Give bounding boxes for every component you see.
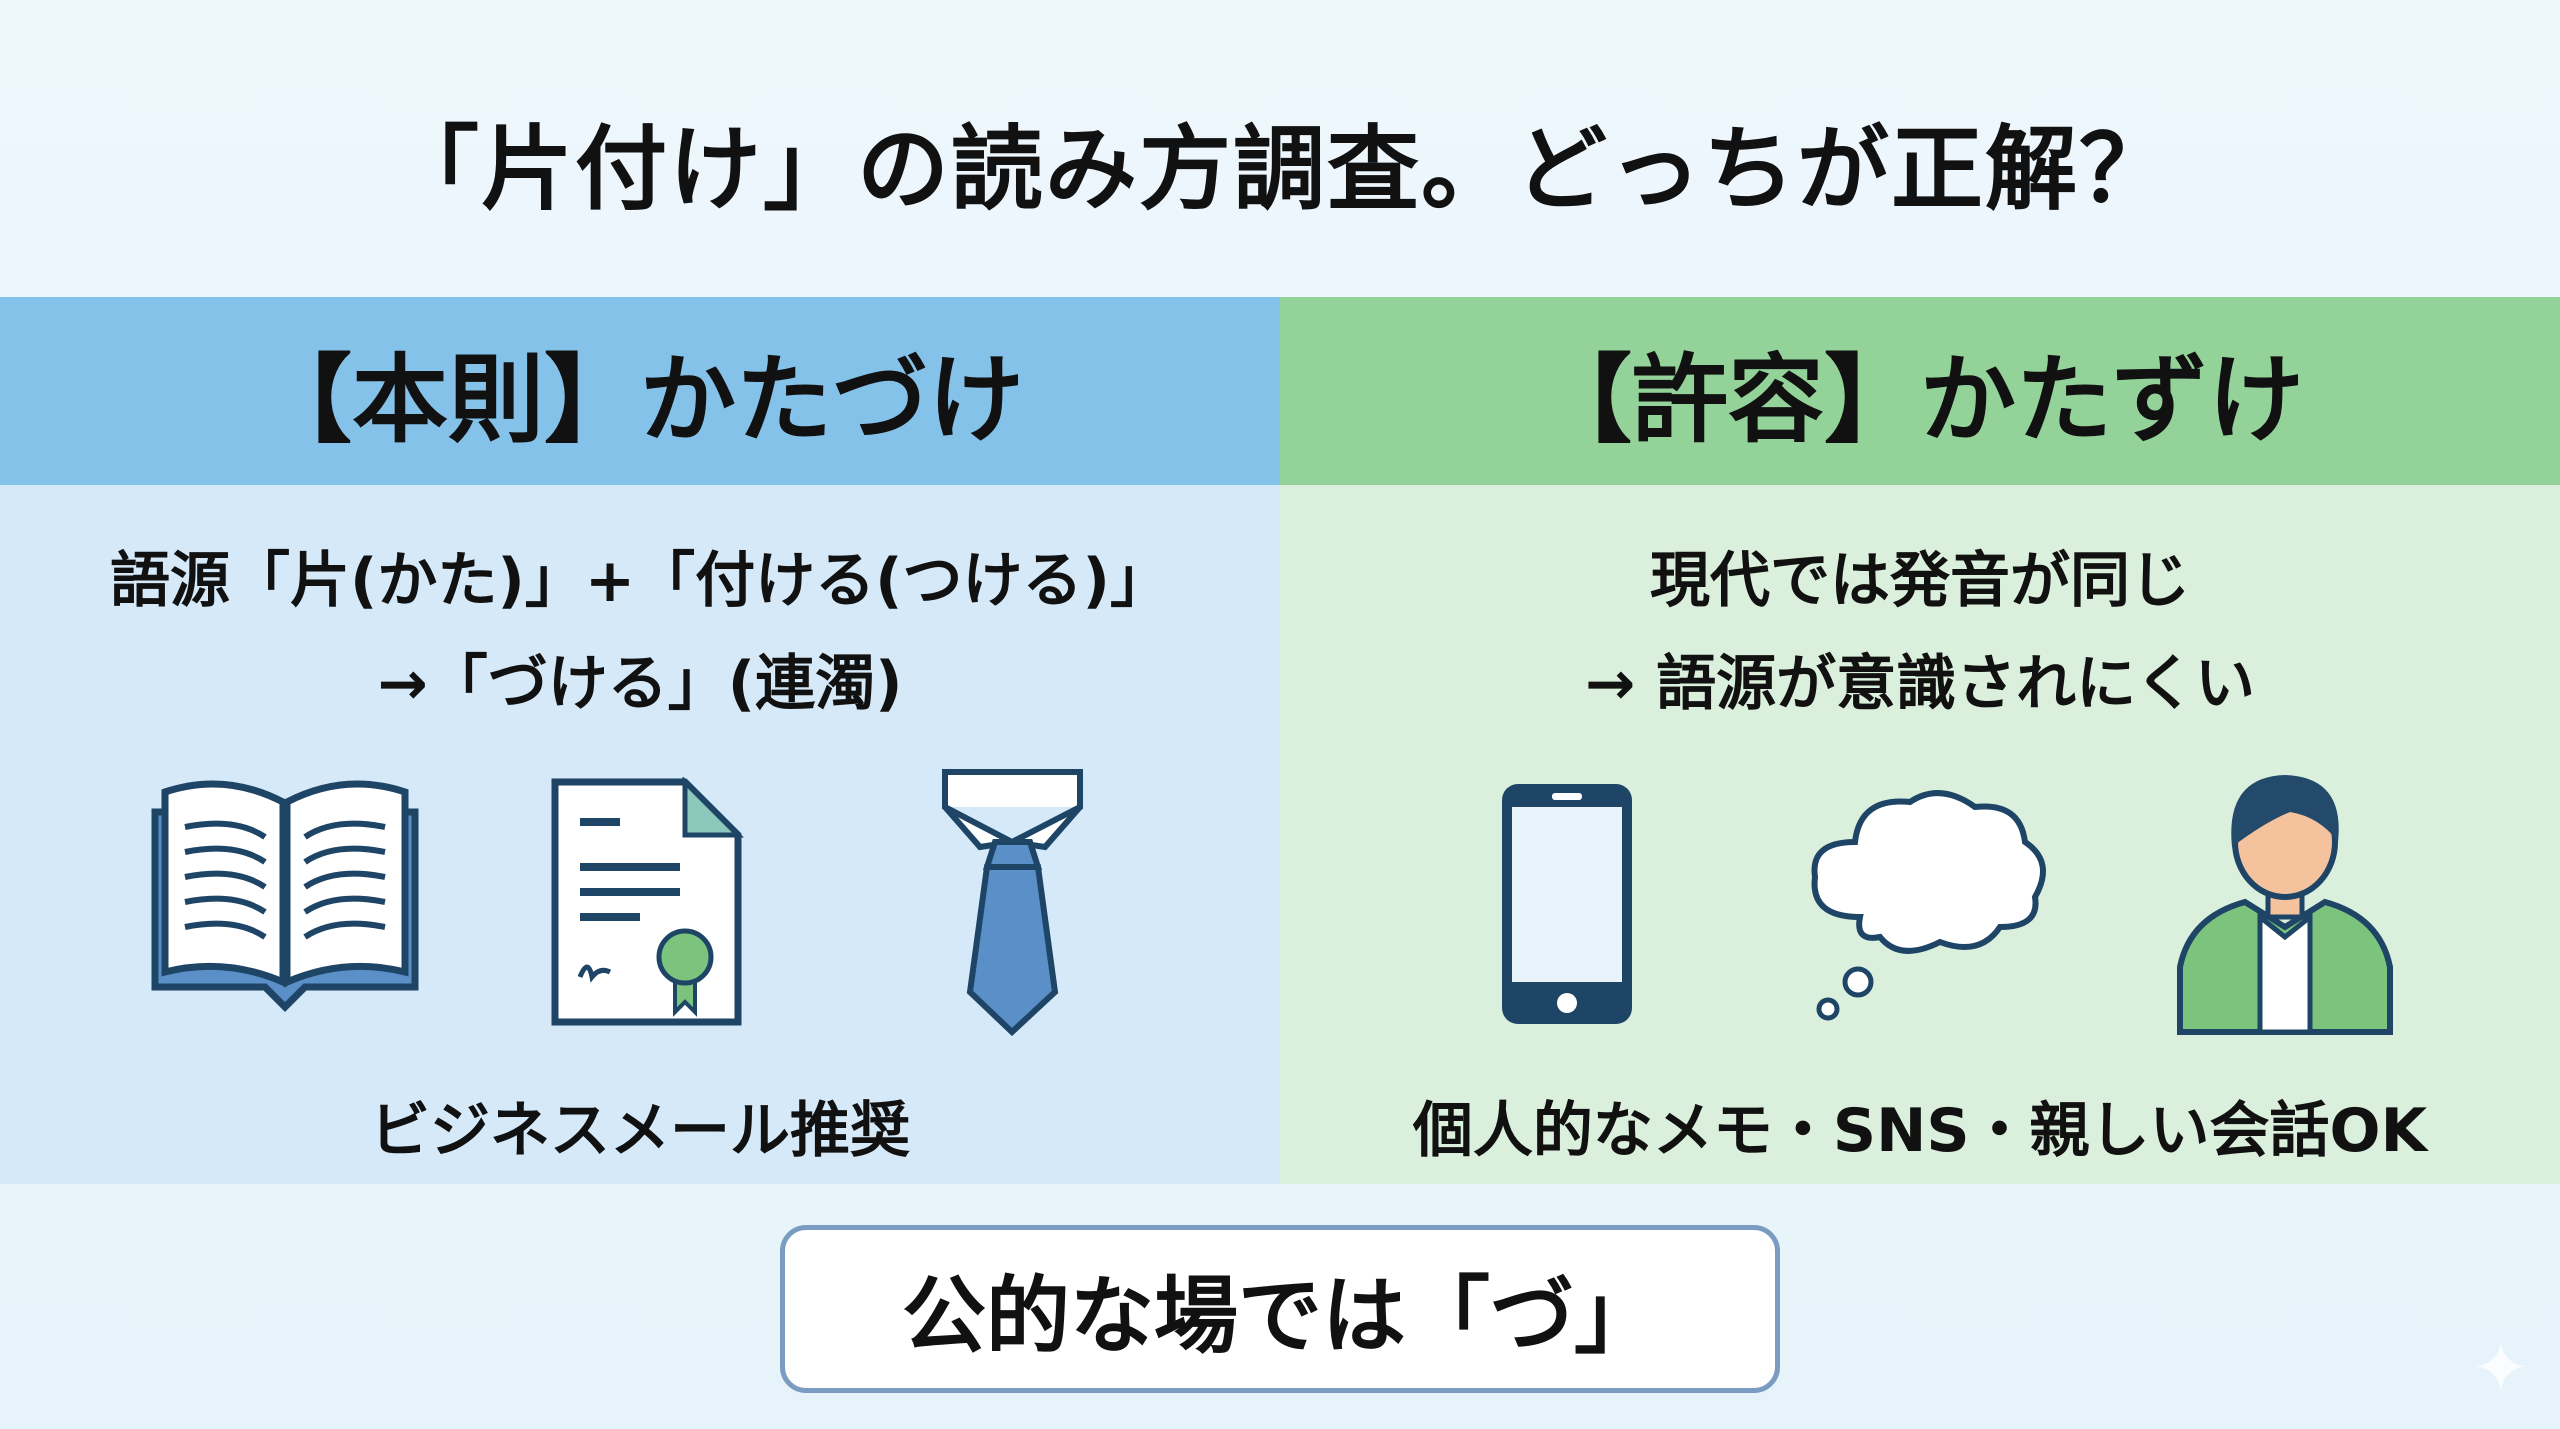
book-icon xyxy=(151,780,419,1012)
casual-line-1: 現代では発音が同じ xyxy=(1650,546,2190,616)
casual-caption: 個人的なメモ・SNS・親しい会話OK xyxy=(1412,1096,2428,1166)
formal-heading: 【本則】かたづけ xyxy=(0,297,1280,485)
formal-caption: ビジネスメール推奨 xyxy=(370,1096,910,1166)
casual-panel: 【許容】かたずけ 現代では発音が同じ → 語源が意識されにくい 個人的なメモ・S… xyxy=(1280,297,2560,1184)
formal-line-2: →「づける」(連濁) xyxy=(377,649,903,719)
certificate-icon xyxy=(551,777,745,1026)
sparkle-icon: ✦ xyxy=(2471,1327,2530,1409)
casual-description: 現代では発音が同じ → 語源が意識されにくい xyxy=(1280,530,2560,736)
smartphone-icon xyxy=(1502,784,1632,1024)
casual-line-2: → 語源が意識されにくい xyxy=(1585,649,2255,719)
formal-panel: 【本則】かたづけ 語源「片(かた)」+「付ける(つける)」 →「づける」(連濁) xyxy=(0,297,1280,1184)
thought-bubble-icon xyxy=(1811,790,2046,1021)
necktie-icon xyxy=(942,769,1083,1037)
page-title: 「片付け」の読み方調査。どっちが正解？ xyxy=(386,116,2173,223)
formal-line-1: 語源「片(かた)」+「付ける(つける)」 xyxy=(110,546,1170,616)
conclusion-box: 公的な場では「づ」 xyxy=(780,1225,1780,1393)
conclusion-text: 公的な場では「づ」 xyxy=(901,1266,1658,1365)
person-icon xyxy=(2177,775,2393,1035)
casual-heading: 【許容】かたずけ xyxy=(1280,297,2560,485)
formal-description: 語源「片(かた)」+「付ける(つける)」 →「づける」(連濁) xyxy=(0,530,1280,736)
